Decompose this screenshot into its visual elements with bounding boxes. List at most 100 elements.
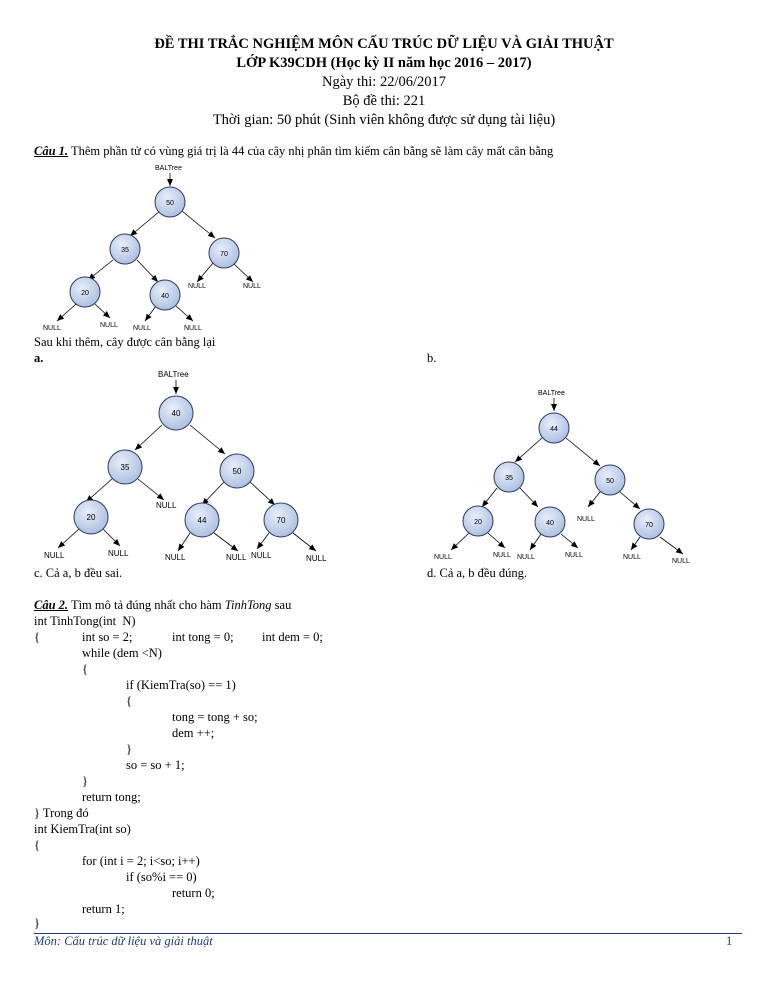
tree-node: 20 [462,505,494,537]
tree-node: 44 [184,502,220,538]
svg-text:70: 70 [645,522,653,529]
tree-node: 35 [493,461,525,493]
edge [565,437,601,467]
code-line: for (int i = 2; i<so; i++) [82,854,200,868]
svg-text:40: 40 [161,293,169,300]
rebalance-note: Sau khi thêm, cây được cân bằng lại [34,335,216,349]
null-label: NULL [43,325,61,332]
edge [514,437,543,463]
option-b-label: b. [427,351,437,365]
option-d: d. Cả a, b đều đúng. [427,566,527,580]
edge [57,528,80,549]
svg-text:44: 44 [198,516,207,525]
exam-class: LỚP K39CDH (Học kỳ II năm học 2016 – 201… [236,55,532,71]
code-line: tong = tong + so; [172,710,258,724]
svg-text:35: 35 [505,475,513,482]
svg-text:20: 20 [81,290,89,297]
question-2-text-end: sau [271,598,292,612]
tree-node: 50 [219,453,255,489]
tree-node: 40 [149,279,181,311]
null-label: NULL [184,325,202,332]
code-line: { [126,694,132,708]
svg-text:40: 40 [546,520,554,527]
edge [189,424,226,455]
null-label: NULL [108,549,129,558]
footer-divider [34,933,742,934]
edge [87,259,114,281]
edge [630,536,641,551]
code-line: dem ++; [172,726,215,740]
code-line: } [34,916,40,930]
footer-subject: Môn: Cấu trúc dữ liệu và giải thuật [34,934,213,948]
tree-node: 44 [538,412,570,444]
exam-date: Ngày thi: 22/06/2017 [321,74,447,90]
edge [292,532,317,552]
tree-node: 70 [633,508,665,540]
edge [144,305,157,322]
code-line: return tong; [82,790,141,804]
svg-text:50: 50 [166,200,174,207]
edge [129,210,161,237]
edge [137,478,165,501]
tree-node: 70 [263,502,299,538]
edge [481,487,498,508]
null-label: NULL [133,325,151,332]
tree-node: 20 [73,499,109,535]
svg-text:70: 70 [277,516,286,525]
code-line: while (dem <N) [82,646,162,660]
null-label: NULL [672,558,690,565]
edge [56,303,77,322]
svg-text:50: 50 [606,478,614,485]
edge [232,262,254,283]
edge [450,532,470,551]
option-c: c. Cả a, b đều sai. [34,566,123,580]
tree-node: 35 [107,449,143,485]
tree-node: 50 [594,464,626,496]
code-line: return 1; [82,902,125,916]
edge [213,532,239,552]
edge [659,536,684,555]
option-a-label: a. [34,351,44,365]
edge [519,487,539,508]
null-label: NULL [493,552,511,559]
tree-node: 70 [208,237,240,269]
edge [102,528,121,547]
tree-node: 40 [158,395,194,431]
null-label: NULL [156,501,177,510]
tree-node: 35 [109,233,141,265]
svg-text:35: 35 [121,247,129,254]
edge [529,533,542,551]
code-line: { [34,838,40,852]
edge [201,481,225,506]
svg-text:50: 50 [233,467,242,476]
edge [136,259,159,283]
edge [196,262,214,283]
null-label: NULL [434,554,452,561]
code-line: int tong = 0; [172,630,234,644]
edge [134,424,163,451]
code-line: { [34,630,40,644]
tree-node: 50 [154,186,186,218]
code-line: int TinhTong(int N) [34,614,136,628]
code-line: so = so + 1; [126,758,185,772]
svg-text:20: 20 [474,519,482,526]
exam-set: Bộ đề thi: 221 [342,93,426,109]
svg-text:20: 20 [87,513,96,522]
question-2-label: Câu 2. [34,598,69,612]
edge [487,532,506,549]
question-2-text: Tìm mô tả đúng nhất cho hàm [68,598,225,612]
edge [256,532,270,550]
code-line: int so = 2; [82,630,133,644]
null-label: NULL [243,283,261,290]
code-line: return 0; [172,886,215,900]
edge [619,491,641,510]
svg-text:70: 70 [220,251,228,258]
root-label: BALTree [158,370,189,379]
null-label: NULL [251,551,272,560]
code-line: { [82,662,88,676]
page-number: 1 [726,934,733,948]
question-1-text: Thêm phần tử có vùng giá trị là 44 của c… [68,144,554,158]
null-label: NULL [517,554,535,561]
null-label: NULL [44,551,65,560]
